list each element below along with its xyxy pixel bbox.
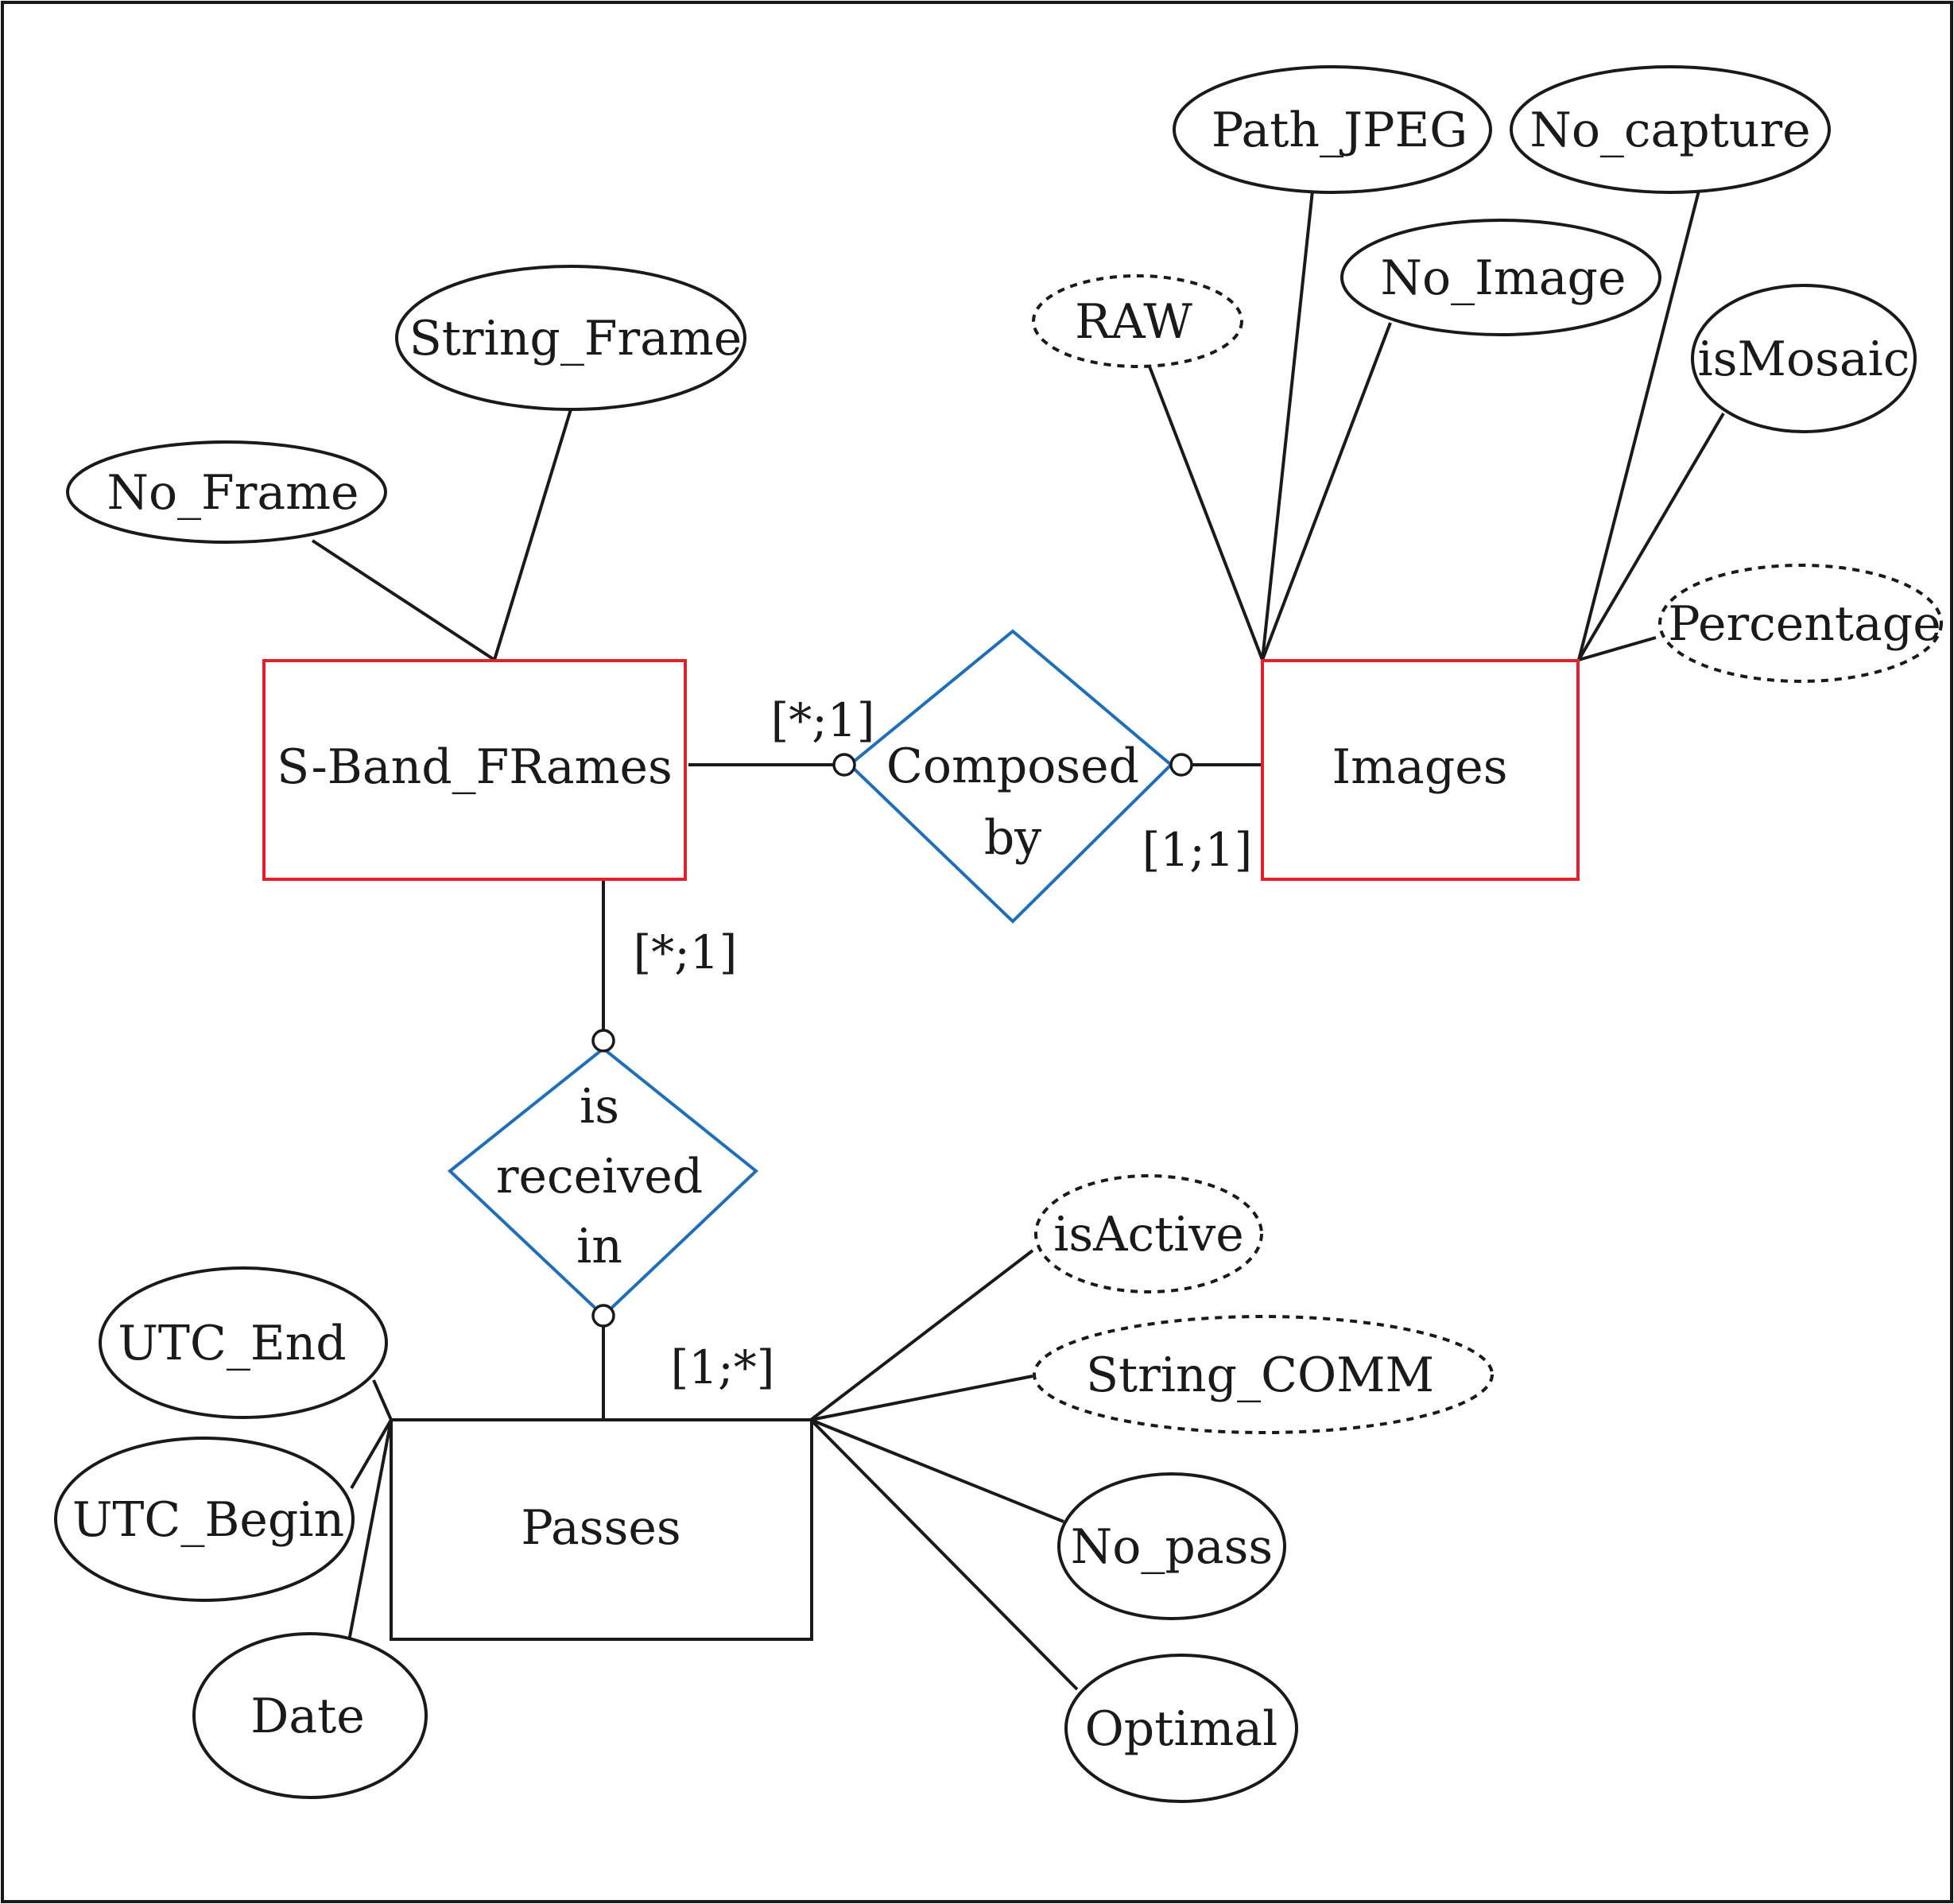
attribute-no-image: No_Image [1340, 219, 1661, 336]
attribute-no-capture: No_capture [1510, 65, 1831, 194]
attribute-string-comm-label: String_COMM [1086, 1348, 1434, 1403]
attribute-is-active: isActive [1034, 1174, 1263, 1293]
attribute-no-image-label: No_Image [1381, 250, 1626, 306]
attribute-path-jpeg: Path_JPEG [1173, 65, 1492, 194]
attribute-utc-begin: UTC_Begin [54, 1437, 355, 1602]
relationship-is-received-in-line2: received [496, 1149, 703, 1204]
attribute-date-label: Date [250, 1689, 365, 1744]
attribute-raw-label: RAW [1075, 294, 1192, 350]
relationship-is-received-in-line1: is [580, 1079, 619, 1134]
attribute-path-jpeg-label: Path_JPEG [1212, 103, 1467, 158]
attribute-raw: RAW [1032, 274, 1243, 368]
cardinality-images-composed: [1;1] [1142, 823, 1253, 877]
attribute-no-frame-label: No_Frame [107, 465, 359, 521]
relationship-composed-by-line1: Composed [886, 739, 1139, 794]
attribute-utc-begin-label: UTC_Begin [72, 1492, 344, 1548]
attribute-no-frame: No_Frame [66, 440, 387, 544]
attribute-is-mosaic-label: isMosaic [1698, 332, 1910, 387]
cardinality-passes-received: [1;*] [671, 1340, 775, 1394]
attribute-no-capture-label: No_capture [1529, 103, 1810, 158]
entity-s-band-frames-label: S-Band_FRames [277, 739, 673, 795]
entity-passes-label: Passes [521, 1500, 680, 1556]
relationship-is-received-in-line3: in [576, 1219, 622, 1274]
attribute-optimal-label: Optimal [1085, 1701, 1278, 1757]
relationship-composed-by-line2: by [984, 810, 1041, 866]
attribute-string-frame: String_Frame [395, 265, 746, 411]
attribute-no-pass: No_pass [1057, 1472, 1286, 1620]
attribute-string-comm: String_COMM [1033, 1315, 1494, 1434]
attribute-utc-end: UTC_End [99, 1266, 388, 1419]
attribute-date: Date [192, 1632, 428, 1799]
attribute-is-active-label: isActive [1053, 1207, 1244, 1262]
entity-images: Images [1261, 659, 1580, 881]
connector-lines [311, 190, 1725, 1691]
attribute-percentage-label: Percentage [1668, 596, 1940, 652]
attribute-percentage: Percentage [1658, 564, 1943, 683]
relationship-composed-by: Composed by [847, 629, 1173, 924]
participation-markers [591, 753, 1193, 1328]
entity-passes: Passes [390, 1418, 813, 1641]
cardinality-sband-composed: [*;1] [771, 693, 875, 747]
attribute-is-mosaic: isMosaic [1691, 284, 1917, 433]
cardinality-sband-received: [*;1] [634, 925, 738, 979]
attribute-optimal: Optimal [1064, 1654, 1298, 1803]
entity-s-band-frames: S-Band_FRames [262, 659, 687, 881]
attribute-string-frame-label: String_Frame [409, 311, 742, 366]
attribute-utc-end-label: UTC_End [118, 1316, 346, 1371]
attribute-no-pass-label: No_pass [1071, 1519, 1273, 1575]
entity-images-label: Images [1332, 739, 1507, 795]
